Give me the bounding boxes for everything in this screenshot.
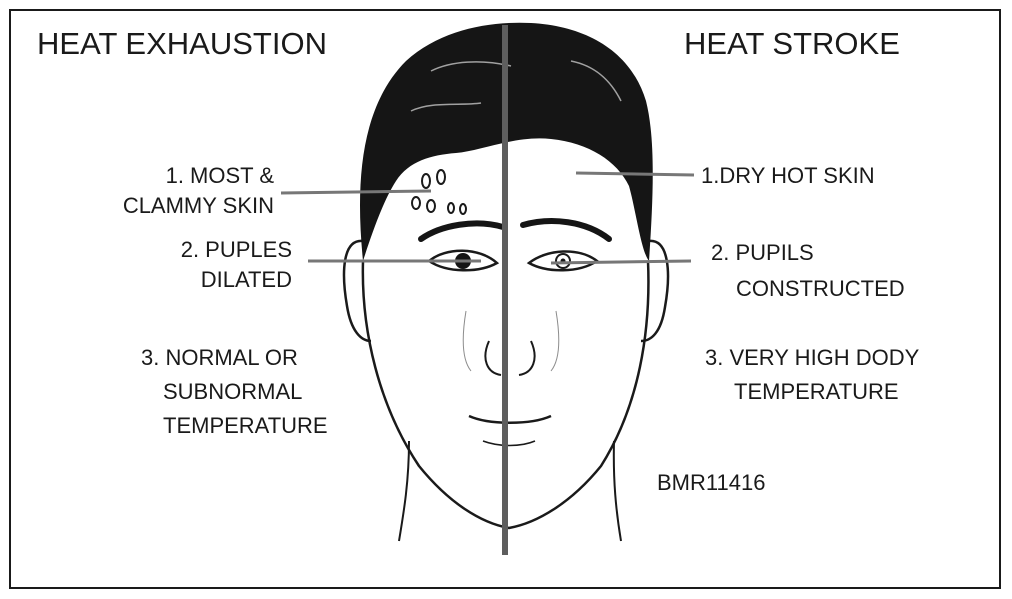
right-eyebrow (523, 221, 609, 239)
mouth (469, 416, 551, 423)
label-line: DILATED (181, 265, 292, 295)
nose (485, 341, 534, 375)
label-line: 1.DRY HOT SKIN (701, 161, 875, 191)
label-line: 3. VERY HIGH DODY (705, 341, 919, 375)
label-line: TEMPERATURE (141, 409, 328, 443)
leader-right-1 (576, 173, 694, 175)
heading-heat-stroke: HEAT STROKE (684, 26, 900, 62)
label-line: 2. PUPLES (181, 235, 292, 265)
leader-right-2 (551, 261, 691, 263)
label-very-high-temperature: 3. VERY HIGH DODY TEMPERATURE (705, 341, 919, 409)
label-line: 1. MOST & (123, 161, 274, 191)
label-pupils-constricted: 2. PUPILS CONSTRUCTED (711, 235, 905, 307)
diagram-frame: HEAT EXHAUSTION HEAT STROKE 1. MOST & CL… (9, 9, 1001, 589)
label-moist-clammy-skin: 1. MOST & CLAMMY SKIN (123, 161, 274, 221)
center-divider (502, 25, 508, 555)
heading-heat-exhaustion: HEAT EXHAUSTION (37, 26, 327, 62)
leader-left-1 (281, 191, 431, 193)
label-line: CONSTRUCTED (711, 271, 905, 307)
label-normal-temperature: 3. NORMAL OR SUBNORMAL TEMPERATURE (141, 341, 328, 443)
neck-right (614, 441, 621, 541)
neck-left (399, 441, 409, 541)
label-line: 2. PUPILS (711, 235, 905, 271)
figure-code: BMR11416 (657, 468, 765, 498)
left-eyebrow (421, 223, 503, 239)
label-line: SUBNORMAL (141, 375, 328, 409)
label-dry-hot-skin: 1.DRY HOT SKIN (701, 161, 875, 191)
label-line: CLAMMY SKIN (123, 191, 274, 221)
label-line: 3. NORMAL OR (141, 341, 328, 375)
label-pupils-dilated: 2. PUPLES DILATED (181, 235, 292, 295)
label-line: TEMPERATURE (705, 375, 919, 409)
